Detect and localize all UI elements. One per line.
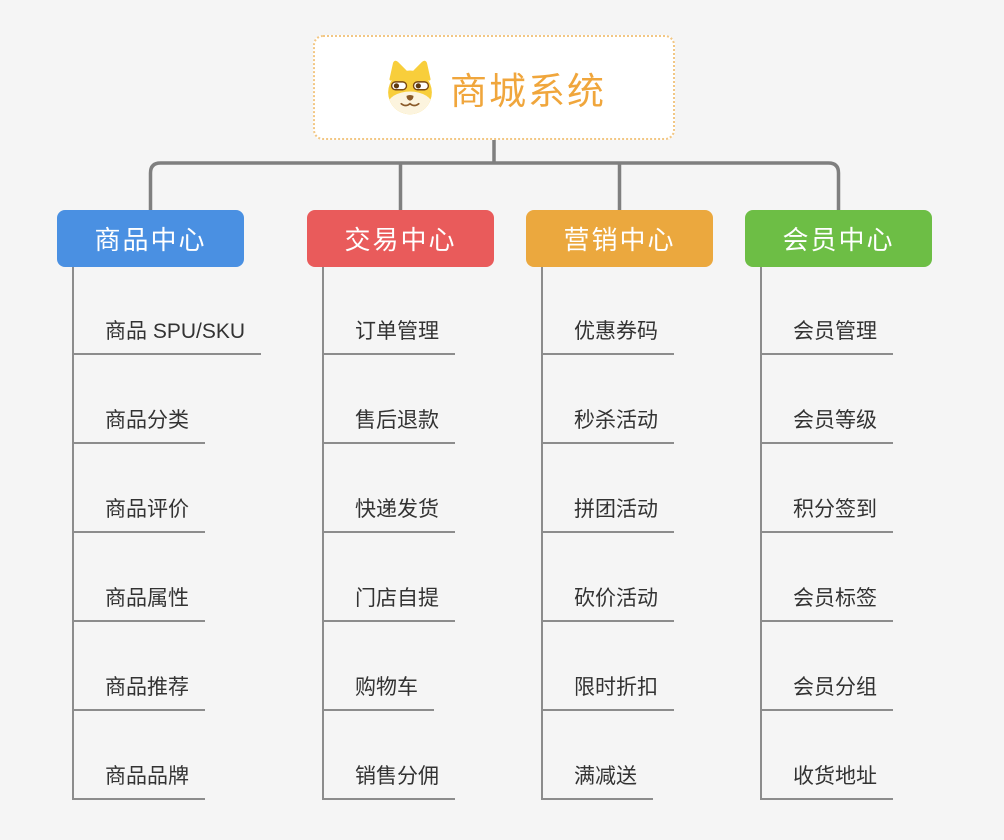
- leaf-item[interactable]: 销售分佣: [322, 756, 455, 800]
- branch-label: 营销中心: [563, 225, 676, 255]
- leaf-label: 快递发货: [355, 498, 439, 521]
- branch-spine-line: [541, 267, 543, 800]
- leaf-label: 商品 SPU/SKU: [105, 320, 246, 343]
- leaf-label: 收货地址: [793, 765, 877, 788]
- branch-spine-line: [760, 267, 762, 800]
- branch-label: 商品中心: [94, 225, 207, 255]
- leaf-label: 会员标签: [793, 587, 877, 610]
- branch-node-1[interactable]: 商品中心: [57, 210, 244, 267]
- leaf-label: 订单管理: [355, 320, 439, 343]
- leaf-item[interactable]: 商品 SPU/SKU: [72, 311, 262, 355]
- leaf-item[interactable]: 商品评价: [72, 489, 205, 533]
- root-node[interactable]: 商城系统: [313, 35, 675, 140]
- branch-label: 会员中心: [782, 225, 895, 255]
- leaf-label: 商品品牌: [105, 765, 189, 788]
- branch-node-2[interactable]: 交易中心: [307, 210, 494, 267]
- leaf-item[interactable]: 会员管理: [760, 311, 893, 355]
- leaf-item[interactable]: 限时折扣: [541, 667, 674, 711]
- leaf-item[interactable]: 商品推荐: [72, 667, 205, 711]
- leaf-label: 商品评价: [105, 498, 189, 521]
- leaf-item[interactable]: 积分签到: [760, 489, 893, 533]
- leaf-label: 商品分类: [105, 409, 189, 432]
- leaf-item[interactable]: 满减送: [541, 756, 653, 800]
- leaf-item[interactable]: 商品属性: [72, 578, 205, 622]
- leaf-label: 商品推荐: [105, 676, 189, 699]
- leaf-item[interactable]: 会员标签: [760, 578, 893, 622]
- leaf-item[interactable]: 收货地址: [760, 756, 893, 800]
- leaf-item[interactable]: 订单管理: [322, 311, 455, 355]
- leaf-item[interactable]: 砍价活动: [541, 578, 674, 622]
- leaf-label: 售后退款: [355, 409, 439, 432]
- branch-node-4[interactable]: 会员中心: [745, 210, 932, 267]
- leaf-item[interactable]: 会员等级: [760, 400, 893, 444]
- leaf-label: 购物车: [355, 676, 418, 699]
- branch-spine-line: [72, 267, 74, 800]
- leaf-label: 会员等级: [793, 409, 877, 432]
- leaf-item[interactable]: 门店自提: [322, 578, 455, 622]
- leaf-item[interactable]: 秒杀活动: [541, 400, 674, 444]
- leaf-label: 商品属性: [105, 587, 189, 610]
- leaf-item[interactable]: 购物车: [322, 667, 434, 711]
- leaf-label: 积分签到: [793, 498, 877, 521]
- leaf-label: 秒杀活动: [574, 409, 658, 432]
- dog-face-icon: [388, 60, 432, 114]
- leaf-label: 满减送: [574, 765, 637, 788]
- branch-spine-line: [322, 267, 324, 800]
- branch-label: 交易中心: [344, 225, 457, 255]
- leaf-label: 优惠券码: [574, 320, 658, 343]
- root-title: 商城系统: [450, 70, 606, 112]
- leaf-label: 会员分组: [793, 676, 877, 699]
- leaf-label: 会员管理: [793, 320, 877, 343]
- branch-node-3[interactable]: 营销中心: [526, 210, 713, 267]
- leaf-item[interactable]: 售后退款: [322, 400, 455, 444]
- leaf-item[interactable]: 优惠券码: [541, 311, 674, 355]
- leaf-label: 拼团活动: [574, 498, 658, 521]
- leaf-label: 门店自提: [355, 587, 439, 610]
- leaf-item[interactable]: 会员分组: [760, 667, 893, 711]
- leaf-item[interactable]: 拼团活动: [541, 489, 674, 533]
- leaf-label: 限时折扣: [574, 676, 658, 699]
- leaf-label: 销售分佣: [355, 765, 439, 788]
- leaf-item[interactable]: 快递发货: [322, 489, 455, 533]
- leaf-label: 砍价活动: [574, 587, 658, 610]
- leaf-item[interactable]: 商品品牌: [72, 756, 205, 800]
- leaf-item[interactable]: 商品分类: [72, 400, 205, 444]
